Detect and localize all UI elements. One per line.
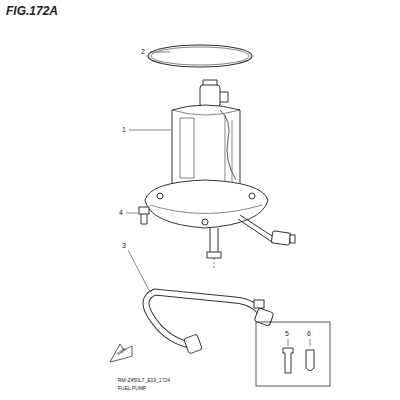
drawing-code: RM-Z450L7_E19_1724 xyxy=(118,378,170,383)
figure-caption: FUEL PUMP xyxy=(118,386,146,391)
figure-title: FIG.172A xyxy=(6,5,58,17)
callout-number: 2 xyxy=(141,48,145,55)
callout-number: 1 xyxy=(122,126,126,133)
callout-number: 3 xyxy=(122,242,126,249)
callout-number: 5 xyxy=(285,330,289,337)
callout-number: 6 xyxy=(307,330,311,337)
callout-number: 4 xyxy=(119,209,123,216)
